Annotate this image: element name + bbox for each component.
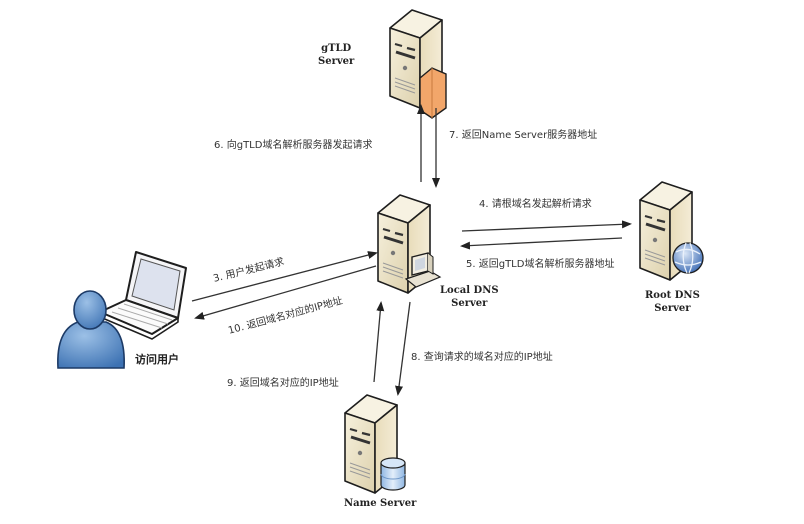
arrow-step-8 bbox=[395, 301, 411, 396]
visiting-user-label: 访问用户 bbox=[135, 353, 179, 366]
local-dns-server-label: Local DNS Server bbox=[440, 284, 499, 310]
local-label-line2: Server bbox=[451, 298, 488, 309]
step-6-label: 6. 向gTLD域名解析服务器发起请求 bbox=[214, 140, 373, 151]
gtld-label-line2: Server bbox=[318, 56, 355, 67]
globe-icon bbox=[672, 242, 704, 274]
root-label-line2: Server bbox=[654, 303, 691, 314]
monitor-icon bbox=[404, 252, 442, 288]
step-8-label: 8. 查询请求的域名对应的IP地址 bbox=[411, 352, 553, 363]
arrow-step-9 bbox=[373, 301, 385, 383]
arrow-step-10 bbox=[194, 265, 377, 320]
root-dns-server-icon bbox=[638, 180, 704, 282]
step-7-label: 7. 返回Name Server服务器地址 bbox=[449, 130, 598, 141]
arrow-step-4 bbox=[461, 220, 632, 232]
gtld-label-line1: gTLD bbox=[321, 43, 352, 54]
step-5-label: 5. 返回gTLD域名解析服务器地址 bbox=[466, 259, 615, 270]
local-label-line1: Local DNS bbox=[440, 285, 499, 296]
step-4-label: 4. 请根域名发起解析请求 bbox=[479, 199, 592, 210]
user-laptop-icon bbox=[57, 251, 187, 369]
arrow-step-5 bbox=[460, 237, 623, 250]
gtld-server-label: gTLD Server bbox=[318, 42, 354, 68]
root-dns-server-label: Root DNS Server bbox=[645, 289, 700, 315]
name-server-icon bbox=[343, 393, 406, 495]
name-server-label: Name Server bbox=[344, 498, 417, 509]
orange-card-icon bbox=[419, 67, 447, 119]
laptop-icon bbox=[99, 251, 187, 340]
root-label-line1: Root DNS bbox=[645, 290, 700, 301]
gtld-server-icon bbox=[388, 8, 447, 119]
database-icon bbox=[380, 457, 406, 491]
local-dns-server-icon bbox=[376, 193, 442, 295]
person-icon bbox=[57, 290, 125, 369]
arrow-step-3 bbox=[191, 251, 378, 302]
step-9-label: 9. 返回域名对应的IP地址 bbox=[227, 378, 339, 389]
